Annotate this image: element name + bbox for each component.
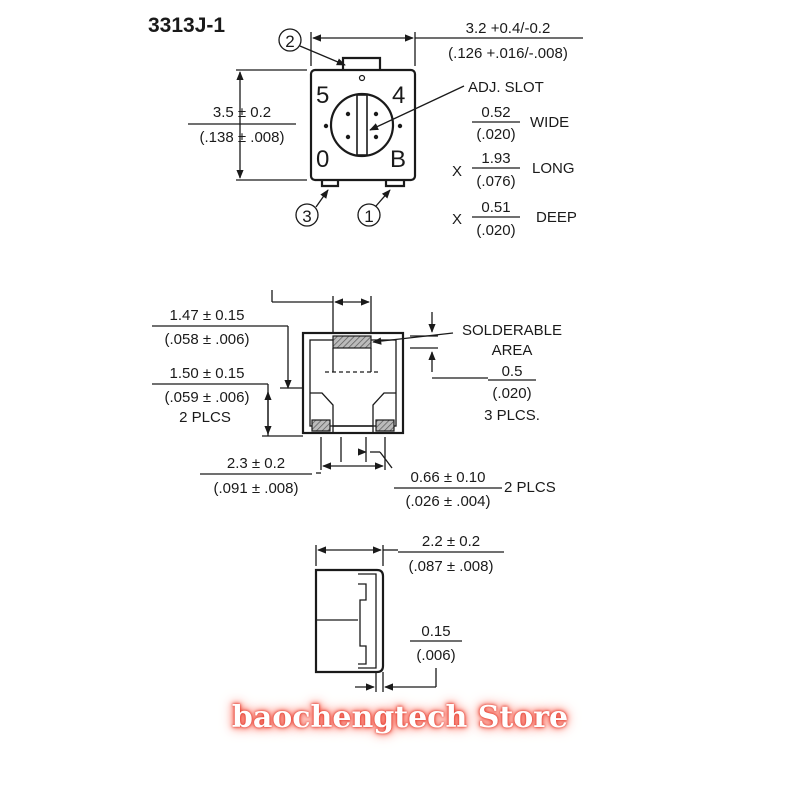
corner-mark-b: B <box>390 146 406 173</box>
slot-deep-value-in: (.020) <box>476 222 515 239</box>
top-view-top-terminal <box>341 56 382 70</box>
bottom-dim3-in: (.091 ± .008) <box>214 480 299 497</box>
pin-callout-1 <box>357 203 381 227</box>
top-width-dim-in: (.126 +.016/-.008) <box>448 45 568 62</box>
drawing-title: 3313J-1 <box>148 14 225 37</box>
top-height-dim-in: (.138 ± .008) <box>200 129 285 146</box>
solder-pad-left <box>311 419 331 432</box>
corner-mark-0: 0 <box>316 146 329 173</box>
solder-dim: 0.5 <box>502 363 523 380</box>
bottom-dim4-note: 2 PLCS <box>504 479 556 496</box>
slot-deep-label: DEEP <box>536 209 577 226</box>
store-watermark: baochengtech Store <box>231 700 569 735</box>
bottom-dim2-in: (.059 ± .006) <box>165 389 250 406</box>
slot-deep-value: 0.51 <box>481 199 510 216</box>
adjustment-slot <box>356 94 368 156</box>
side-dim1-in: (.087 ± .008) <box>409 558 494 575</box>
bottom-dim2: 1.50 ± 0.15 <box>170 365 245 382</box>
corner-mark-4: 4 <box>392 82 405 109</box>
top-view-terminal-3 <box>320 180 340 188</box>
times-sign-2: X <box>452 211 462 228</box>
pin-label-3: 3 <box>302 207 311 226</box>
solder-pad-right <box>375 419 395 432</box>
bottom-dim4: 0.66 ± 0.10 <box>411 469 486 486</box>
slot-wide-value-in: (.020) <box>476 126 515 143</box>
times-sign-1: X <box>452 163 462 180</box>
adj-slot-label: ADJ. SLOT <box>468 79 544 96</box>
pin-label-2: 2 <box>285 32 294 51</box>
top-width-dim: 3.2 +0.4/-0.2 <box>466 20 551 37</box>
solderable-label-2: AREA <box>492 342 533 359</box>
solderable-label-1: SOLDERABLE <box>462 322 562 339</box>
pin-callout-2 <box>278 28 302 52</box>
bottom-dim2-note: 2 PLCS <box>179 409 231 426</box>
bottom-dim3: 2.3 ± 0.2 <box>227 455 285 472</box>
pin-label-1: 1 <box>364 207 373 226</box>
solder-pad-top <box>332 335 372 349</box>
pin-callout-3 <box>295 203 319 227</box>
side-dim1: 2.2 ± 0.2 <box>422 533 480 550</box>
adjustment-rotor <box>329 92 395 158</box>
bottom-dim4-in: (.026 ± .004) <box>406 493 491 510</box>
slot-long-value-in: (.076) <box>476 173 515 190</box>
bottom-view: 1.47 ± 0.15 (.058 ± .006) 1.50 ± 0.15 (.… <box>152 290 562 510</box>
side-dim2-in: (.006) <box>416 647 455 664</box>
top-view: 5 4 0 B 2 3 1 3.2 +0.4/-0.2 (.126 +.016/… <box>188 20 583 239</box>
slot-wide-value: 0.52 <box>481 104 510 121</box>
bottom-dim1-in: (.058 ± .006) <box>165 331 250 348</box>
side-view: 2.2 ± 0.2 (.087 ± .008) 0.15 (.006) <box>314 533 504 692</box>
top-view-body <box>309 68 417 182</box>
corner-mark-5: 5 <box>316 82 329 109</box>
slot-long-value: 1.93 <box>481 150 510 167</box>
side-dim2: 0.15 <box>421 623 450 640</box>
bottom-dim1: 1.47 ± 0.15 <box>170 307 245 324</box>
slot-long-label: LONG <box>532 160 575 177</box>
top-view-terminal-1 <box>384 180 406 188</box>
top-height-dim: 3.5 ± 0.2 <box>213 104 271 121</box>
slot-wide-label: WIDE <box>530 114 569 131</box>
side-view-body <box>314 568 385 674</box>
solder-dim-in: (.020) <box>492 385 531 402</box>
solder-note: 3 PLCS. <box>484 407 540 424</box>
